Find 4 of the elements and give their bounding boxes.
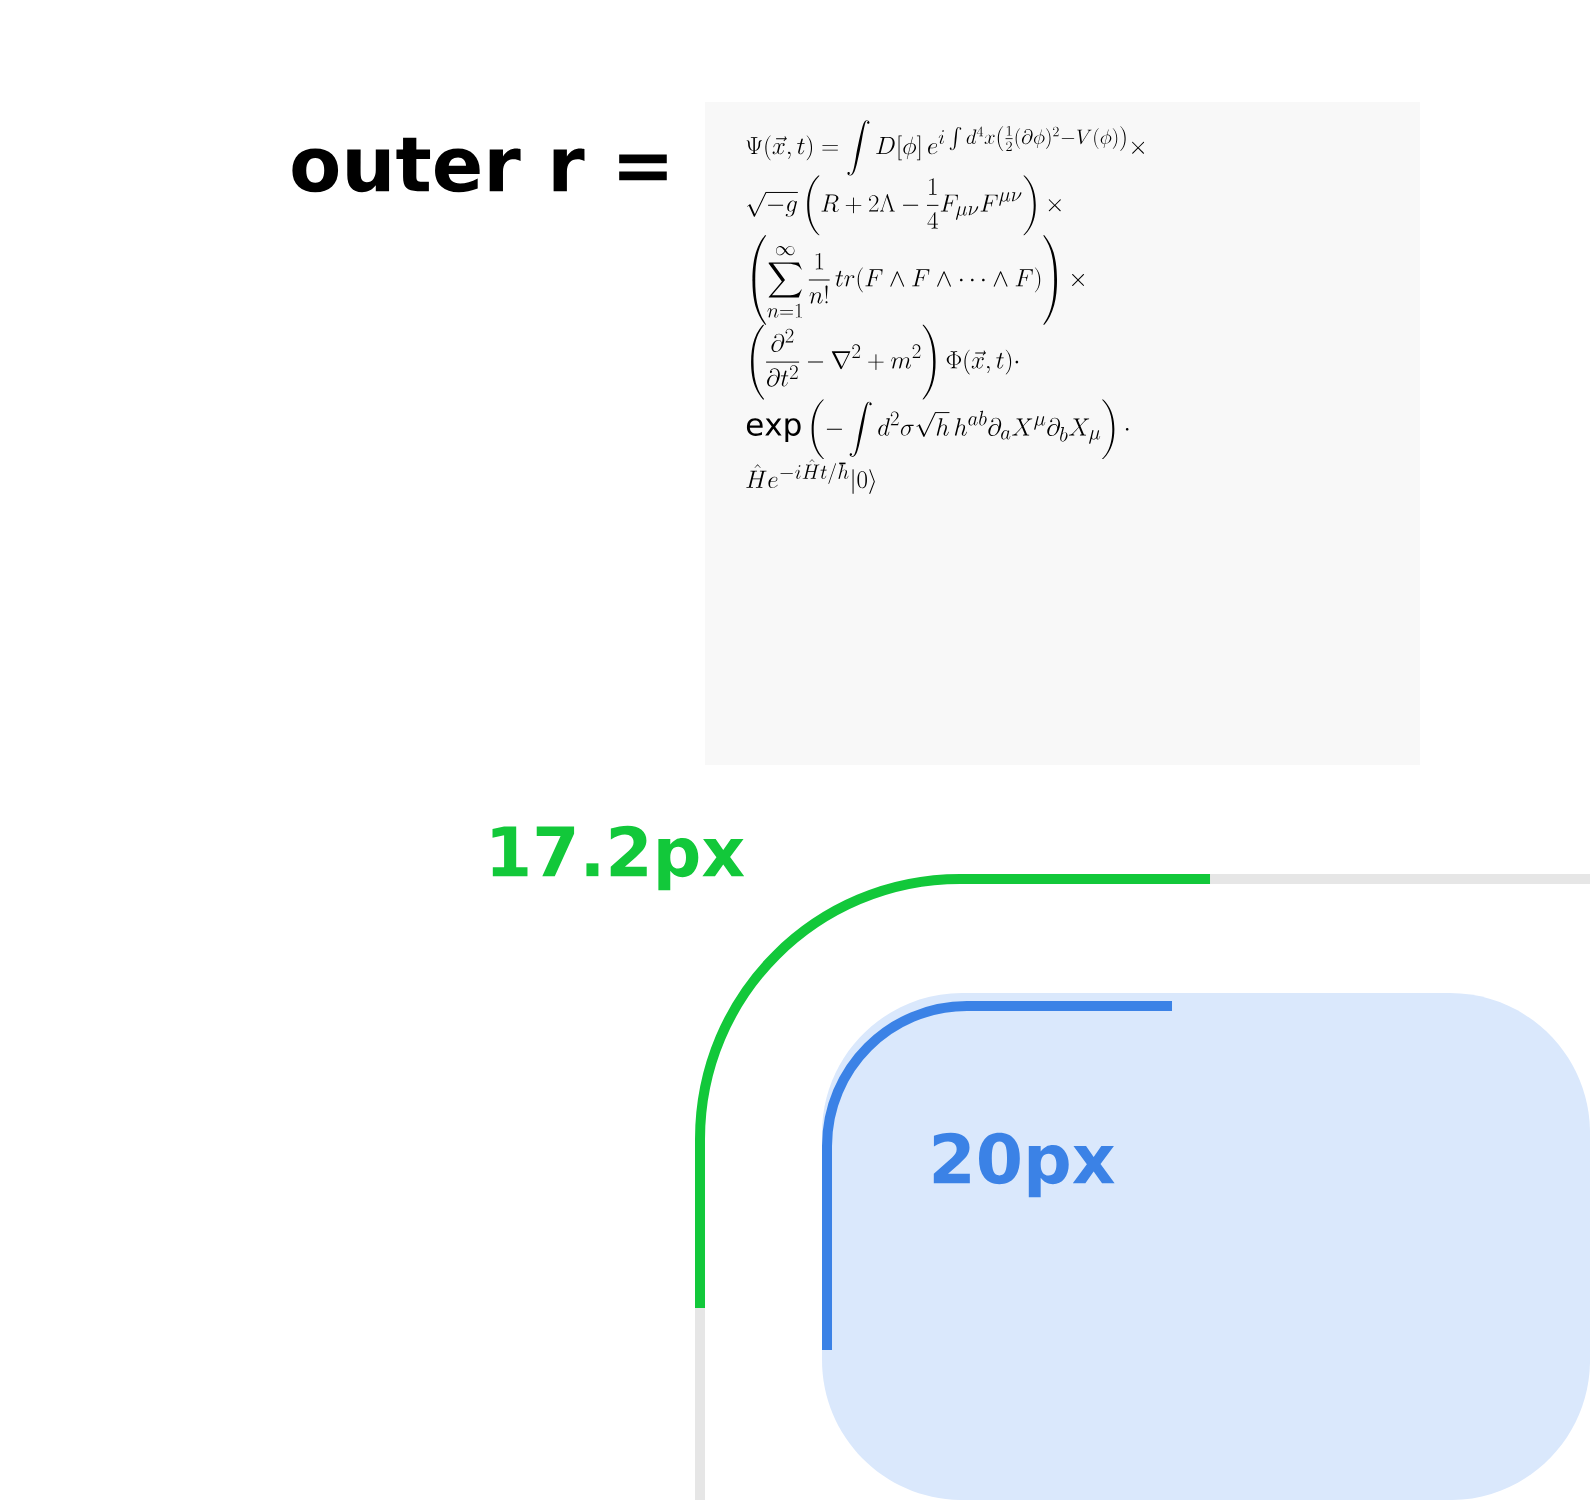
dimension-label: 17.2px bbox=[492, 825, 745, 891]
formula-panel: $\begin{array}{l}\Psi(\vec{x},t) = \displaystyle\int D[\phi]\, e^{i\int d^4x\left(\frac{1}{2}(\partial\phi)^2 - V(\phi)\right)} \times \\[6pt] \displaystyle\sqrt{-g}\left(R + 2\Lambda - \frac{1}{4}F_{\mu\nu}F^{\mu\nu}\right)\times \\[6pt] \displaystyle\left(\sum_{n=1}^{\infty}\frac{1}{n!}\, tr(F\wedge F\wedge\cdots\wedge F)\right)\times \\[6pt] \displaystyle\left(\frac{\partial^2}{\partial t^2} - \nabla^2 + m^2\right)\Phi(\vec{x},t)\cdot \\[6pt] \displaystyle\exp\left(-\int d^2\sigma\sqrt{h}\,h^{ab}\partial_a X^\mu\partial_b X_\mu\right)\cdot \\[6pt] \hat{H}e^{-i\hat{H}t/\hbar}|0\rangle\end{array}$ bbox=[705, 102, 1420, 765]
heading-text: outer r = bbox=[292, 137, 667, 193]
dimension-label: 20px bbox=[933, 1132, 1115, 1198]
